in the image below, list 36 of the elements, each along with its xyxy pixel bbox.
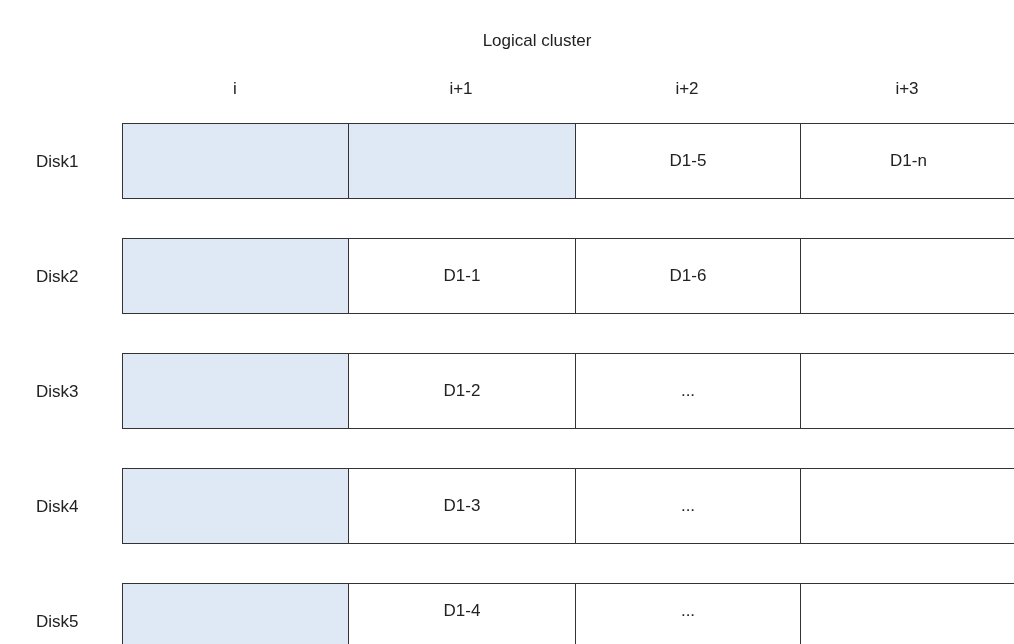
cell bbox=[348, 353, 575, 429]
column-header: i+3 bbox=[894, 78, 920, 100]
cell-text: ... bbox=[680, 495, 696, 518]
axis-title: Logical cluster bbox=[481, 30, 593, 52]
cell bbox=[575, 353, 800, 429]
cell-text: D1-3 bbox=[443, 495, 481, 518]
cell-text: ... bbox=[680, 380, 696, 403]
cell-text: D1-4 bbox=[443, 599, 481, 622]
shaded-cell bbox=[122, 468, 348, 544]
cell-text: ... bbox=[680, 599, 696, 622]
cell bbox=[348, 583, 575, 644]
shaded-cell bbox=[348, 123, 575, 199]
cell bbox=[575, 123, 800, 199]
column-header: i+1 bbox=[448, 78, 474, 100]
cell bbox=[575, 468, 800, 544]
cell bbox=[575, 238, 800, 314]
row-label: Disk5 bbox=[36, 611, 79, 633]
shaded-cell bbox=[122, 123, 348, 199]
cell bbox=[348, 238, 575, 314]
shaded-cell bbox=[122, 583, 348, 644]
row-label: Disk4 bbox=[36, 496, 79, 518]
column-header: i bbox=[232, 78, 238, 100]
cell-text: D1-5 bbox=[669, 150, 707, 173]
cell bbox=[575, 583, 800, 644]
column-header: i+2 bbox=[674, 78, 700, 100]
shaded-cell bbox=[122, 238, 348, 314]
row-label: Disk3 bbox=[36, 381, 79, 403]
row-label: Disk1 bbox=[36, 151, 79, 173]
cell bbox=[800, 123, 1014, 199]
cell bbox=[348, 468, 575, 544]
cell-text: D1-1 bbox=[443, 265, 481, 288]
shaded-cell bbox=[122, 353, 348, 429]
row-label: Disk2 bbox=[36, 266, 79, 288]
cell-text: D1-n bbox=[890, 150, 927, 173]
cell-text: D1-6 bbox=[669, 265, 707, 288]
cell-text: D1-2 bbox=[443, 380, 481, 403]
